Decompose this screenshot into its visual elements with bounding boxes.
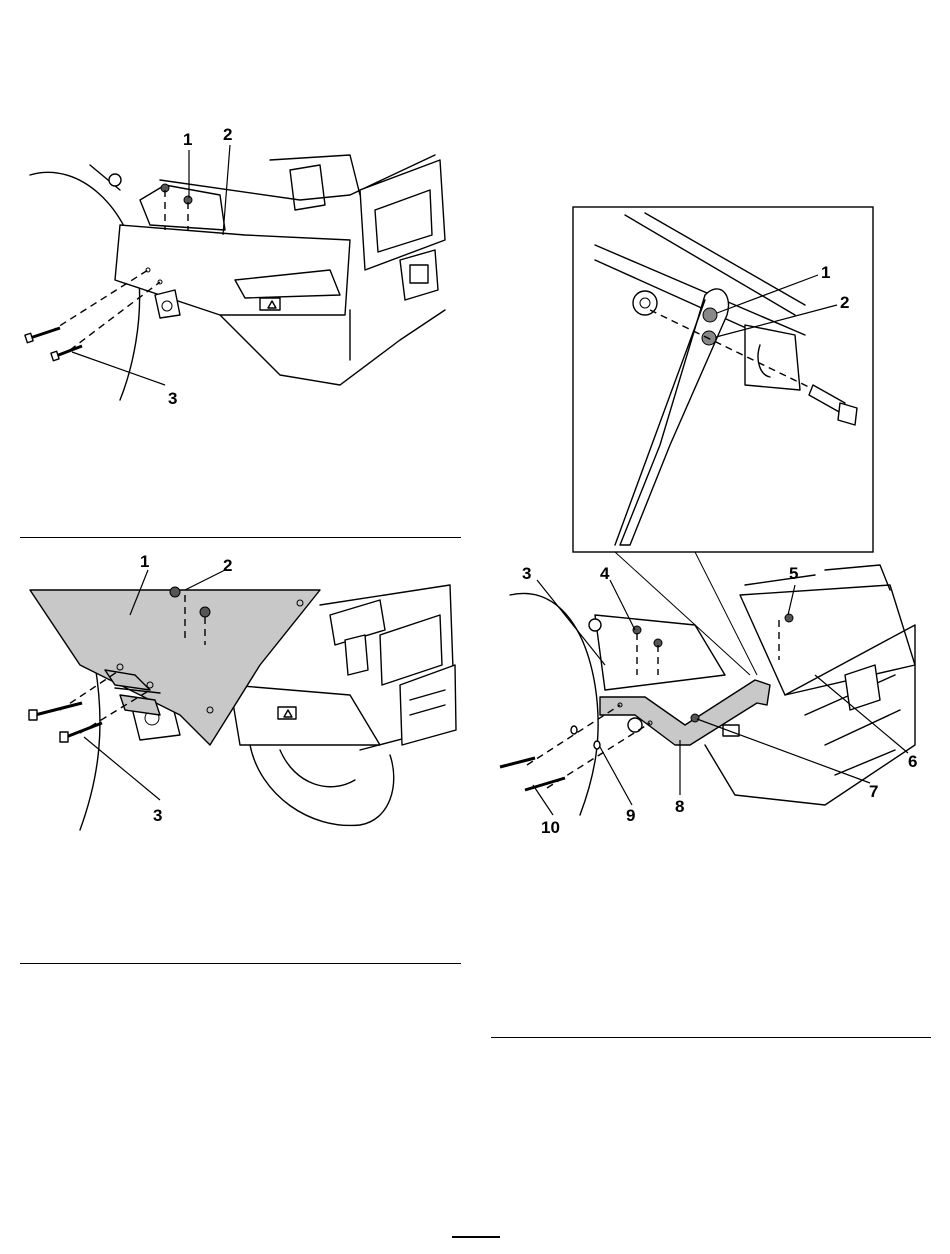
figure-1-bracket-removal: 1 2 3 <box>20 120 460 410</box>
figure-1-divider <box>20 537 461 538</box>
mower-frame-drawing <box>30 155 445 400</box>
callout-5: 5 <box>789 564 798 583</box>
figure-3-divider <box>491 1037 931 1038</box>
bolt <box>60 723 102 742</box>
callout-1: 1 <box>140 552 149 571</box>
figure-3-hitch-bracket-install: 1 2 <box>495 205 940 845</box>
bolt <box>25 328 60 343</box>
hole-1 <box>703 308 717 322</box>
highlighted-hitch-bracket <box>600 680 770 745</box>
callout-7: 7 <box>869 782 878 801</box>
callout-6: 6 <box>908 752 917 771</box>
detail-inset: 1 2 <box>573 207 873 552</box>
callout-3: 3 <box>522 564 531 583</box>
detail-callout-1: 1 <box>821 263 830 282</box>
figure-2-divider <box>20 963 461 964</box>
callout-9: 9 <box>626 806 635 825</box>
callout-1: 1 <box>183 130 192 149</box>
bolt <box>29 703 82 720</box>
callout-2: 2 <box>223 556 232 575</box>
callout-4: 4 <box>600 564 610 583</box>
callout-8: 8 <box>675 797 684 816</box>
page-number-rule <box>452 1236 500 1238</box>
callout-10: 10 <box>541 818 560 837</box>
bolt <box>525 778 565 790</box>
detail-callout-2: 2 <box>840 293 849 312</box>
figure-2-plate-install: 1 2 3 <box>20 545 460 835</box>
callout-3: 3 <box>153 806 162 825</box>
callout-2: 2 <box>223 125 232 144</box>
callout-3: 3 <box>168 389 177 408</box>
